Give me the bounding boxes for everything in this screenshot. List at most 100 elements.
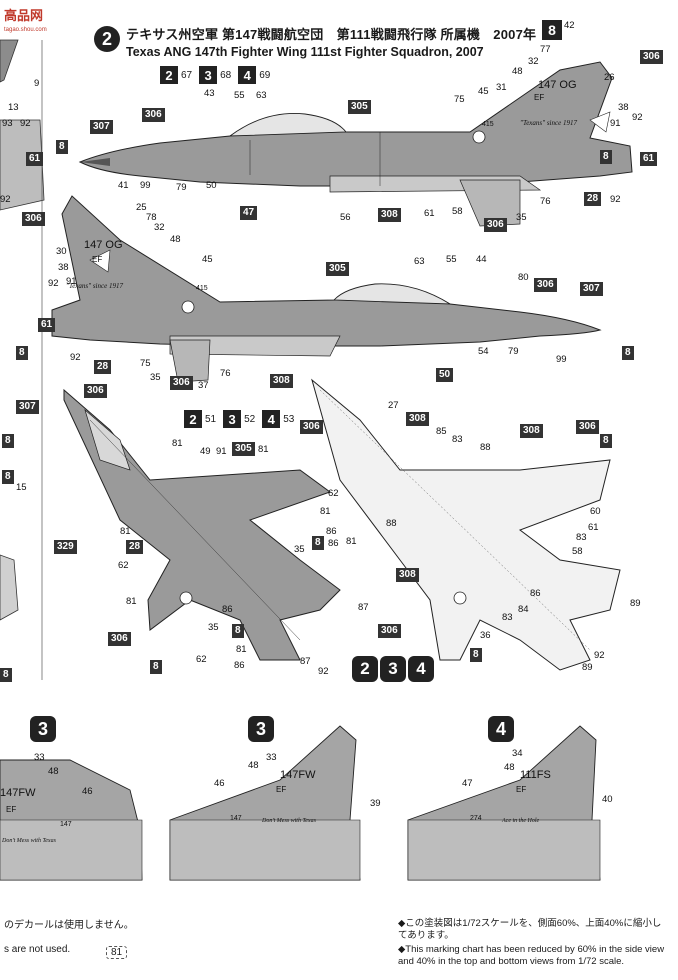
callout: 81	[320, 506, 331, 517]
decal-tag: 28	[126, 540, 144, 554]
decal-tag: 329	[54, 540, 77, 554]
variant-ref: 68	[220, 69, 232, 81]
callout: 63	[256, 90, 267, 101]
callout: 86	[328, 538, 339, 549]
tail-slogan-2: "Texans" since 1917	[66, 282, 123, 290]
callout: 55	[446, 254, 457, 265]
callout: 45	[478, 86, 489, 97]
decal-tag: 306	[300, 420, 323, 434]
callout: 93	[2, 118, 13, 129]
decal-tag: 305	[348, 100, 371, 114]
watermark-url: tagao.shou.com	[4, 27, 47, 33]
callout: 77	[540, 44, 551, 55]
tail-4-slogan: Ace in the Hole	[501, 818, 539, 824]
callout: 44	[476, 254, 487, 265]
callout: 81	[258, 444, 269, 455]
tail-3a-nose: 147	[60, 821, 72, 828]
title-japanese: テキサス州空軍 第147戦闘航空団 第111戦闘飛行隊 所属機 2007年	[126, 27, 537, 42]
callout: 87	[358, 602, 369, 613]
decal-tag: 61	[26, 152, 44, 166]
callout: 75	[454, 94, 465, 105]
tail-4-badge-num: 4	[495, 718, 506, 739]
callout: 35	[516, 212, 527, 223]
tail-3a-text: 147FW	[0, 787, 36, 799]
decal-tag: 8	[600, 434, 612, 448]
decal-tag: 308	[270, 374, 293, 388]
decal-tag: 308	[520, 424, 543, 438]
callout: 88	[480, 442, 491, 453]
variant-badge: 3	[199, 66, 218, 84]
decal-tag: 8	[312, 536, 324, 550]
callout: 9	[34, 78, 40, 89]
tail-3b-slogan: Don't Mess with Texas	[261, 818, 317, 824]
callout: 58	[572, 546, 583, 557]
callout: 26	[604, 72, 615, 83]
callout: 45	[202, 254, 213, 265]
callout: 79	[176, 182, 187, 193]
callout: 92	[70, 352, 81, 363]
tail-3b-text: 147FW	[280, 769, 316, 781]
top-view	[63, 388, 341, 661]
variant-badge: 3	[223, 410, 242, 428]
callout: 85	[436, 426, 447, 437]
decal-tag: 308	[378, 208, 401, 222]
callout: 33	[34, 752, 45, 763]
callout: 80	[518, 272, 529, 283]
decal-tag: 8	[542, 20, 562, 40]
callout: 87	[300, 656, 311, 667]
scheme-number-badge: 2	[94, 26, 120, 52]
callout: 35	[208, 622, 219, 633]
variant-badges-top: 2 51 3 52 4 53	[184, 410, 298, 428]
decal-tag: 307	[16, 400, 39, 414]
callout: 36	[480, 630, 491, 641]
variant-ref: 67	[181, 69, 193, 81]
callout: 75	[140, 358, 151, 369]
tail-3a-slogan: Don't Mess with Texas	[1, 838, 57, 844]
decal-tag: 8	[2, 434, 14, 448]
decal-tag: 306	[170, 376, 193, 390]
callout: 48	[248, 760, 259, 771]
callout: 62	[196, 654, 207, 665]
variant-badge: 2	[160, 66, 178, 84]
callout: 40	[602, 794, 613, 805]
nose-text-1: 415	[482, 121, 494, 128]
left-edge-remnants	[0, 39, 45, 680]
callout: 86	[222, 604, 233, 615]
tail-sub-1: EF	[534, 93, 544, 102]
left-note-english: s are not used.	[4, 944, 71, 955]
callout: 25	[136, 202, 147, 213]
decal-tag: 306	[142, 108, 165, 122]
tail-text-1: 147 OG	[538, 79, 577, 91]
left-note-japanese: のデカールは使用しません。	[4, 920, 134, 931]
callout: 89	[630, 598, 641, 609]
decal-tag: 306	[378, 624, 401, 638]
decal-tag: 306	[640, 50, 663, 64]
callout: 48	[48, 766, 59, 777]
callout: 38	[618, 102, 629, 113]
scheme-number: 2	[101, 28, 112, 49]
title-english: Texas ANG 147th Fighter Wing 111st Fight…	[126, 45, 484, 59]
tail-detail-4: 111FS EF 274 Ace in the Hole	[407, 725, 601, 881]
scale-note-english: ◆This marking chart has been reduced by …	[398, 944, 665, 967]
decal-tag: 8	[0, 668, 12, 682]
scale-notes: ◆この塗装図は1/72スケールを、側面60%、上面40%に縮小してあります。 ◆…	[398, 918, 670, 968]
decal-tag: 61	[640, 152, 658, 166]
callout: 56	[340, 212, 351, 223]
bottom-view	[311, 378, 621, 671]
callout: 62	[328, 488, 339, 499]
tail-3b-badge: 3	[248, 716, 274, 742]
watermark-logo: 高品网 tagao.shou.com	[4, 8, 47, 33]
callout: 60	[590, 506, 601, 517]
callout: 92	[594, 650, 605, 661]
callout: 99	[556, 354, 567, 365]
callout: 27	[388, 400, 399, 411]
callout: 92	[48, 278, 59, 289]
watermark-logo-text: 高品网	[4, 8, 43, 23]
decal-tag: 306	[108, 632, 131, 646]
combo-badge: 3	[380, 656, 406, 682]
callout: 35	[294, 544, 305, 555]
decal-tag: 8	[150, 660, 162, 674]
decal-tag: 8	[600, 150, 612, 164]
callout: 48	[504, 762, 515, 773]
variant-ref: 69	[259, 69, 271, 81]
